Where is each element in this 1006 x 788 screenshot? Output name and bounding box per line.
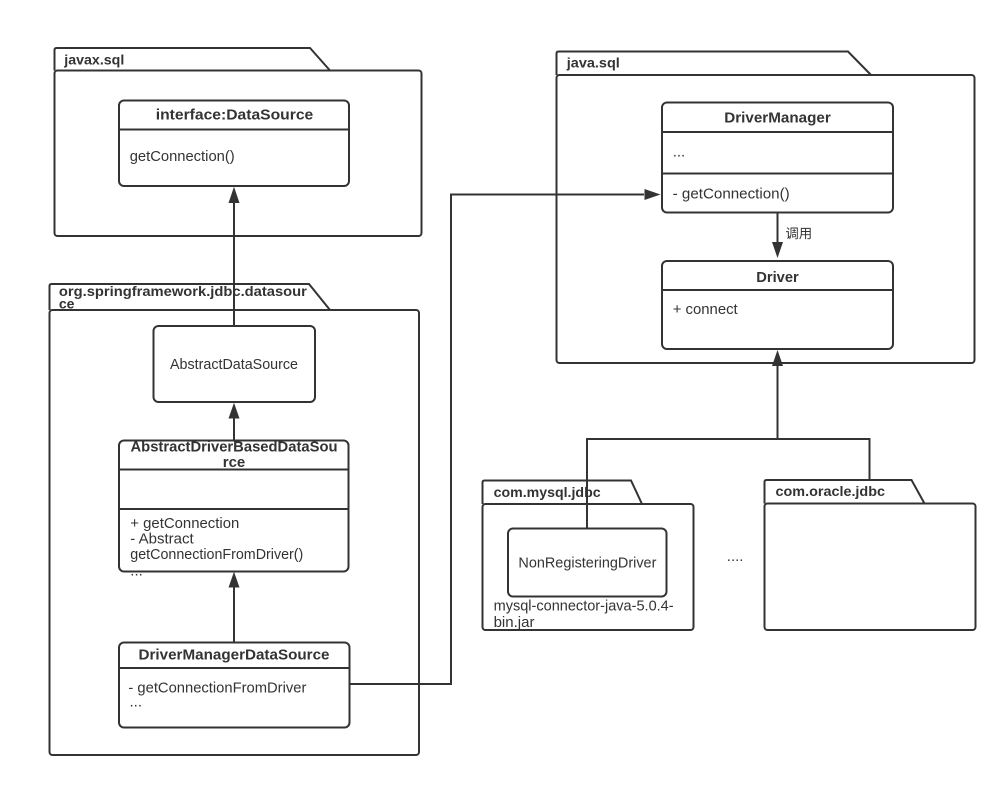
svg-text:getConnection(): getConnection() [130,148,235,165]
svg-text:javax.sql: javax.sql [63,51,124,67]
svg-text:com.mysql.jdbc: com.mysql.jdbc [494,484,601,500]
svg-text:- getConnection(): - getConnection() [673,185,790,202]
svg-text:...: ... [130,563,143,580]
svg-text:+ getConnection: + getConnection [130,515,239,532]
svg-text:NonRegisteringDriver: NonRegisteringDriver [518,554,656,571]
svg-text:+ connect: + connect [673,301,739,318]
svg-text:....: .... [727,548,744,565]
svg-text:- getConnectionFromDriver: - getConnectionFromDriver [128,679,306,696]
svg-text:interface:DataSource: interface:DataSource [156,107,314,124]
svg-text:rce: rce [223,454,246,471]
svg-text:AbstractDataSource: AbstractDataSource [170,356,298,373]
svg-text:com.oracle.jdbc: com.oracle.jdbc [776,483,886,499]
svg-text:mysql-connector-java-5.0.4-: mysql-connector-java-5.0.4- [494,597,674,614]
svg-text:...: ... [130,694,143,711]
svg-text:DriverManager: DriverManager [724,110,831,127]
svg-text:- Abstract: - Abstract [130,531,194,548]
svg-text:DriverManagerDataSource: DriverManagerDataSource [139,647,330,664]
svg-text:bin.jar: bin.jar [494,614,535,631]
svg-text:...: ... [673,143,686,160]
svg-text:org.springframework.jdbc.datas: org.springframework.jdbc.datasour [59,283,308,299]
svg-text:Driver: Driver [756,269,799,286]
svg-text:java.sql: java.sql [566,55,620,71]
svg-text:ce: ce [59,296,75,312]
svg-text:getConnectionFromDriver(): getConnectionFromDriver() [130,546,303,563]
svg-text:AbstractDriverBasedDataSou: AbstractDriverBasedDataSou [131,439,338,456]
